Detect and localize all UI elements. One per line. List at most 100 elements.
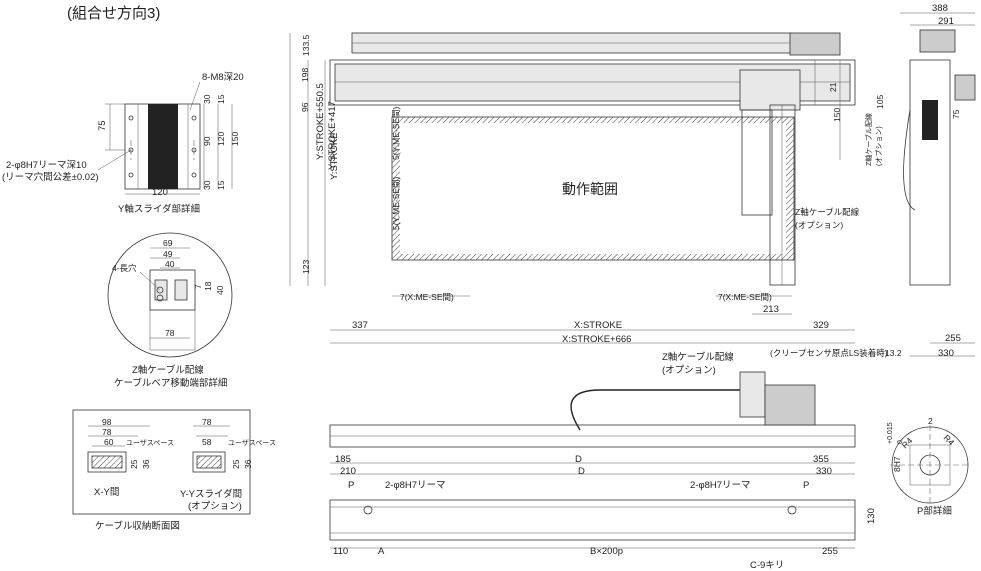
svg-text:255: 255 xyxy=(822,546,838,557)
svg-text:(オプション): (オプション) xyxy=(662,365,716,376)
svg-text:355: 355 xyxy=(813,454,829,465)
p-detail: 2 R4 R4 8H7 +0.015 0 P部詳細 xyxy=(887,416,970,517)
svg-text:90: 90 xyxy=(202,136,212,146)
svg-text:30: 30 xyxy=(202,180,212,190)
svg-text:78: 78 xyxy=(165,328,175,338)
y-slider-caption: Y軸スライダ部詳細 xyxy=(118,203,200,215)
cable-section-caption: ケーブル収納断面図 xyxy=(95,520,180,532)
svg-text:36: 36 xyxy=(243,459,253,469)
svg-text:330: 330 xyxy=(938,348,954,359)
svg-text:150: 150 xyxy=(832,108,842,122)
svg-text:150: 150 xyxy=(230,132,240,146)
svg-text:13.2: 13.2 xyxy=(885,348,902,358)
svg-text:2-φ8H7リーマ: 2-φ8H7リーマ xyxy=(385,480,446,491)
svg-text:291: 291 xyxy=(938,16,954,27)
svg-text:58: 58 xyxy=(202,437,212,447)
svg-text:2: 2 xyxy=(928,416,933,426)
svg-text:21: 21 xyxy=(828,82,838,92)
y-slider-dim-75: 75 xyxy=(97,120,108,131)
xy-label: X-Y間 xyxy=(94,487,119,498)
svg-text:49: 49 xyxy=(163,249,173,259)
svg-text:78: 78 xyxy=(202,417,212,427)
svg-text:+0.015: +0.015 xyxy=(887,422,894,444)
svg-text:69: 69 xyxy=(163,238,173,248)
cable-section-box: 98 78 60 ユーザスペース 25 36 X-Y間 78 58 ユーザスペー… xyxy=(72,409,276,515)
svg-text:Y:STROKE+550.5: Y:STROKE+550.5 xyxy=(315,83,326,160)
base-plan: 185 D 355 210 D 330 P 2-φ8H7リーマ 2-φ8H7リー… xyxy=(329,454,877,571)
svg-text:P: P xyxy=(803,480,809,491)
yy-label2: (オプション) xyxy=(188,501,242,512)
svg-text:78: 78 xyxy=(102,427,112,437)
main-top-view: 動作範囲 133.5 198 96 123 Y:STROKE+550.5 Y:S… xyxy=(289,32,860,345)
z-cable-detail-caption2: ケーブルベア移動端部詳細 xyxy=(114,377,227,389)
svg-text:8H7: 8H7 xyxy=(892,456,902,472)
y-slider-pin-tolerance: (リーマ穴間公差±0.02) xyxy=(2,171,99,183)
svg-text:R4: R4 xyxy=(942,433,957,448)
svg-text:(オプション): (オプション) xyxy=(795,220,843,230)
svg-text:198: 198 xyxy=(300,68,310,82)
svg-text:C-9キリ: C-9キリ xyxy=(750,560,784,571)
svg-text:X:STROKE: X:STROKE xyxy=(574,320,622,331)
svg-text:ユーザスペース: ユーザスペース xyxy=(228,439,276,447)
svg-text:Y:STROKE+417: Y:STROKE+417 xyxy=(327,101,338,170)
svg-text:213: 213 xyxy=(763,304,779,315)
svg-text:30: 30 xyxy=(202,94,212,104)
svg-text:329: 329 xyxy=(813,320,829,331)
y-slider-right-dims: 30 15 90 120 150 30 15 xyxy=(202,94,240,190)
svg-text:98: 98 xyxy=(102,417,112,427)
svg-text:A: A xyxy=(378,546,385,557)
svg-text:15: 15 xyxy=(216,180,226,190)
svg-text:Z軸ケーブル配線: Z軸ケーブル配線 xyxy=(795,207,860,217)
svg-text:2-φ8H7リーマ: 2-φ8H7リーマ xyxy=(690,480,751,491)
svg-text:40: 40 xyxy=(165,259,175,269)
y-slider-detail: 75 120 8-M8深20 2-φ8H7リーマ深10 (リーマ穴間公差±0.0… xyxy=(2,72,244,215)
svg-text:25: 25 xyxy=(231,459,241,469)
svg-text:0: 0 xyxy=(897,440,904,444)
svg-text:B×200p: B×200p xyxy=(590,546,623,557)
yy-label1: Y-Yスライダ間 xyxy=(180,488,242,500)
y-slider-dim-120: 120 xyxy=(152,187,168,198)
svg-text:185: 185 xyxy=(335,454,351,465)
svg-text:7(X:ME-SE間): 7(X:ME-SE間) xyxy=(400,292,454,302)
work-area-label: 動作範囲 xyxy=(562,181,618,197)
svg-text:60: 60 xyxy=(104,437,114,447)
slot-label: 4-長穴 xyxy=(112,263,137,273)
svg-text:120: 120 xyxy=(216,132,226,146)
svg-text:388: 388 xyxy=(932,3,948,14)
svg-text:330: 330 xyxy=(816,466,832,477)
side-view: 388 291 105 75 Z軸ケーブル配線 (オプション) 255 330 … xyxy=(770,3,976,359)
front-view: Z軸ケーブル配線 (オプション) xyxy=(329,351,856,448)
svg-text:96: 96 xyxy=(300,102,310,112)
svg-text:255: 255 xyxy=(945,333,961,344)
svg-text:Y:STROKE: Y:STROKE xyxy=(329,132,340,180)
y-slider-pin-label: 2-φ8H7リーマ深10 xyxy=(6,160,87,171)
svg-text:P: P xyxy=(348,480,354,491)
svg-text:123: 123 xyxy=(301,260,311,274)
svg-text:Z軸ケーブル配線: Z軸ケーブル配線 xyxy=(864,113,873,166)
svg-text:5(Y:ME-SE間): 5(Y:ME-SE間) xyxy=(391,106,401,160)
svg-text:7: 7 xyxy=(193,284,203,289)
svg-text:D: D xyxy=(578,466,585,477)
svg-text:(クリープセンサ原点LS装着時): (クリープセンサ原点LS装着時) xyxy=(770,348,888,358)
y-slider-hole-label: 8-M8深20 xyxy=(202,72,244,83)
svg-text:18: 18 xyxy=(203,281,213,291)
svg-text:105: 105 xyxy=(875,95,885,109)
svg-text:15: 15 xyxy=(216,94,226,104)
p-detail-caption: P部詳細 xyxy=(917,505,952,517)
svg-text:7(X:ME-SE間): 7(X:ME-SE間) xyxy=(718,292,772,302)
diagram-title: (組合せ方向3) xyxy=(67,5,161,22)
z-cable-detail: 69 49 40 4-長穴 7 18 40 78 Z軸ケーブル配線 ケーブルベア… xyxy=(107,232,233,389)
svg-text:X:STROKE+666: X:STROKE+666 xyxy=(562,334,631,345)
svg-text:210: 210 xyxy=(340,466,356,477)
svg-text:133.5: 133.5 xyxy=(301,34,311,56)
svg-text:5(Y:ME-SE間): 5(Y:ME-SE間) xyxy=(391,176,401,230)
svg-text:D: D xyxy=(575,454,582,465)
svg-text:36: 36 xyxy=(141,459,151,469)
svg-text:(オプション): (オプション) xyxy=(875,126,883,166)
svg-text:110: 110 xyxy=(333,546,348,557)
svg-text:40: 40 xyxy=(215,285,225,295)
svg-text:Z軸ケーブル配線: Z軸ケーブル配線 xyxy=(662,351,734,363)
svg-text:25: 25 xyxy=(129,459,139,469)
svg-text:75: 75 xyxy=(951,109,961,119)
